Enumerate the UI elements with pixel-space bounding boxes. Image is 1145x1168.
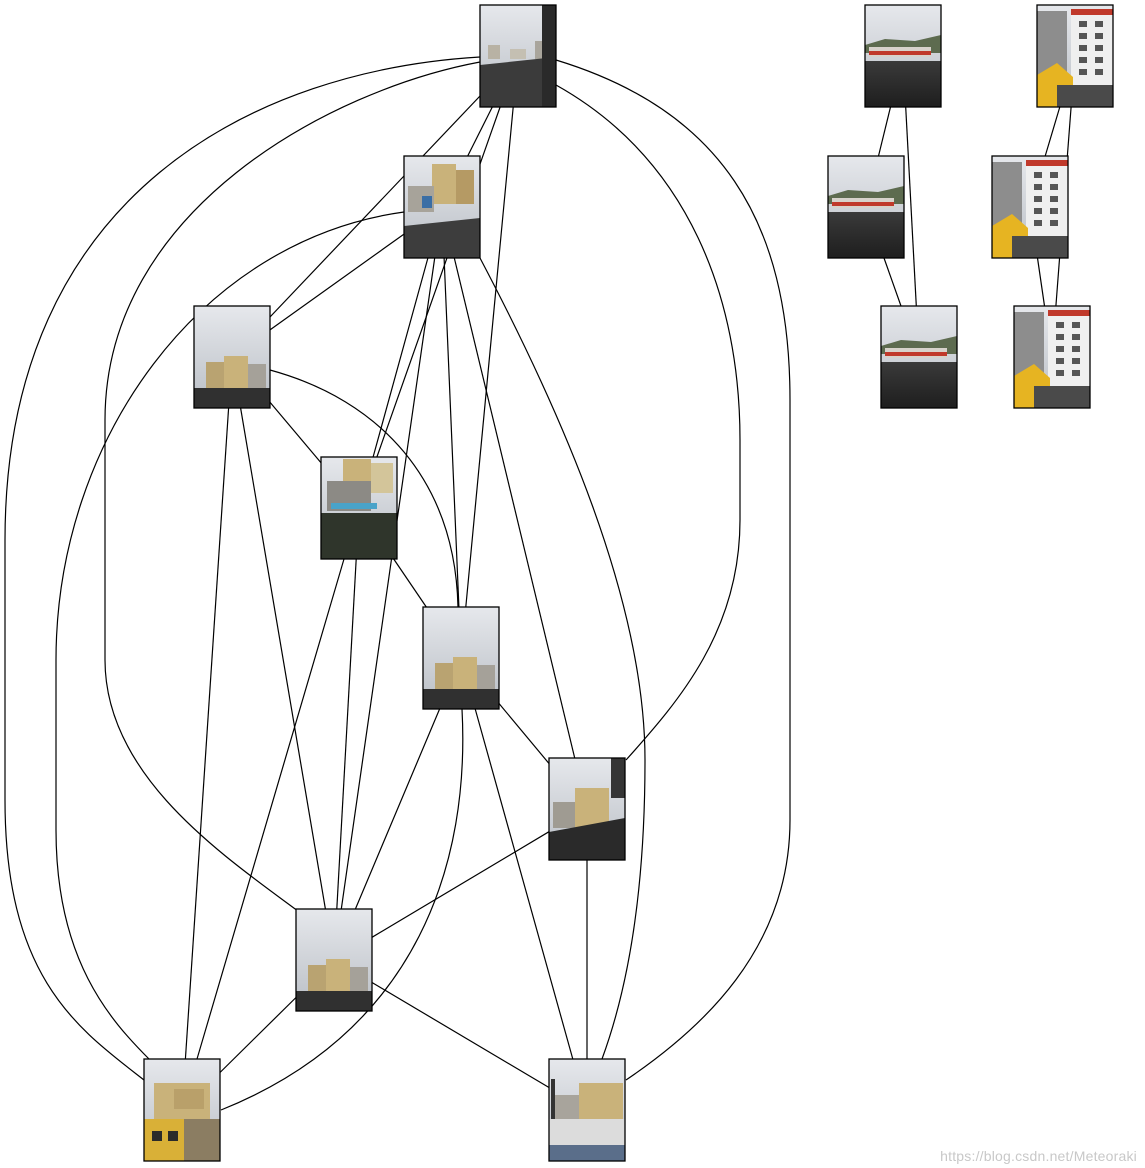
image-node-img-k[interactable]	[827, 155, 905, 259]
thumbnail-frame	[320, 456, 398, 560]
thumbnail-frame	[295, 908, 373, 1012]
thumbnail-grey-white-buildings-yellow	[1014, 306, 1090, 408]
edge-img-b-img-i	[479, 257, 646, 1060]
edge-img-d-img-e	[393, 558, 427, 608]
thumbnail-cloudy-sky-buildings	[194, 306, 270, 408]
edge-img-a-img-h	[4, 56, 481, 1081]
edge-img-n-img-o	[1036, 257, 1046, 307]
edge-img-c-img-d	[269, 401, 322, 464]
image-node-img-o[interactable]	[1013, 305, 1091, 409]
image-node-img-e[interactable]	[422, 606, 500, 710]
edge-img-j-img-l	[905, 106, 917, 307]
thumbnail-frame	[548, 757, 626, 861]
edge-img-k-img-l	[883, 257, 902, 307]
edge-img-a-img-c	[269, 95, 481, 318]
edge-img-b-img-e	[443, 257, 460, 608]
thumbnail-frame	[1036, 4, 1114, 108]
edge-img-e-img-h	[220, 708, 464, 1111]
edge-img-b-img-d	[372, 257, 429, 458]
edge-img-a-img-e	[465, 106, 514, 608]
image-node-img-f[interactable]	[548, 757, 626, 861]
edge-img-e-img-g	[354, 708, 441, 910]
thumbnail-frame	[827, 155, 905, 259]
thumbnail-frame	[479, 4, 557, 108]
image-node-img-g[interactable]	[295, 908, 373, 1012]
image-node-img-m[interactable]	[1036, 4, 1114, 108]
edge-img-d-img-g	[336, 558, 357, 910]
image-node-img-n[interactable]	[991, 155, 1069, 259]
thumbnail-frame	[880, 305, 958, 409]
image-node-img-h[interactable]	[143, 1058, 221, 1162]
watermark-text: https://blog.csdn.net/Meteoraki	[940, 1148, 1137, 1164]
edge-img-c-img-e	[269, 369, 459, 608]
image-node-img-c[interactable]	[193, 305, 271, 409]
image-node-img-d[interactable]	[320, 456, 398, 560]
thumbnail-frame	[991, 155, 1069, 259]
edge-img-a-img-i	[555, 59, 791, 1081]
image-node-img-j[interactable]	[864, 4, 942, 108]
nodes-layer	[143, 4, 1114, 1162]
thumbnail-frame	[403, 155, 481, 259]
edge-img-g-img-i	[371, 981, 550, 1089]
thumbnail-frame	[143, 1058, 221, 1162]
edge-img-f-img-g	[371, 831, 550, 938]
edge-img-a-img-g	[104, 61, 481, 921]
thumbnail-yellow-house	[144, 1059, 220, 1161]
edge-img-b-img-h	[55, 211, 405, 1061]
edge-img-a-img-b	[467, 106, 493, 157]
thumbnail-frame	[1013, 305, 1091, 409]
edge-img-d-img-h	[196, 558, 345, 1060]
thumbnail-rooftops-overcast	[480, 5, 556, 107]
thumbnail-frame	[193, 305, 271, 409]
thumbnail-frame	[548, 1058, 626, 1162]
edge-img-b-img-f	[453, 257, 576, 759]
thumbnail-buildings-dark-foreground	[549, 758, 625, 860]
thumbnail-white-wall-buildings	[549, 1059, 625, 1161]
image-node-img-i[interactable]	[548, 1058, 626, 1162]
thumbnail-cloudy-sky-buildings	[423, 607, 499, 709]
image-node-img-a[interactable]	[479, 4, 557, 108]
thumbnail-grey-white-buildings-yellow	[992, 156, 1068, 258]
thumbnail-roof-red-building-hill	[828, 156, 904, 258]
thumbnail-cloudy-sky-buildings	[296, 909, 372, 1011]
edge-img-a-img-f	[555, 84, 741, 761]
edge-img-c-img-h	[184, 407, 230, 1060]
thumbnail-roof-red-building-hill	[881, 306, 957, 408]
image-node-img-l[interactable]	[880, 305, 958, 409]
edges-layer	[4, 56, 1072, 1111]
edge-img-j-img-k	[877, 106, 892, 157]
edge-img-m-img-n	[1044, 106, 1061, 157]
thumbnail-frame	[422, 606, 500, 710]
thumbnail-grey-white-buildings-yellow	[1037, 5, 1113, 107]
image-node-img-b[interactable]	[403, 155, 481, 259]
edge-img-c-img-g	[240, 407, 326, 910]
edge-img-e-img-i	[474, 708, 574, 1060]
thumbnail-frame	[864, 4, 942, 108]
edge-img-b-img-g	[340, 257, 436, 910]
edge-img-e-img-f	[498, 703, 550, 764]
thumbnail-buildings-blue-sign	[321, 457, 397, 559]
edge-img-b-img-c	[269, 233, 405, 331]
thumbnail-tan-buildings-dark-roof	[404, 156, 480, 258]
edge-img-g-img-h	[219, 997, 297, 1073]
thumbnail-roof-red-building-hill	[865, 5, 941, 107]
